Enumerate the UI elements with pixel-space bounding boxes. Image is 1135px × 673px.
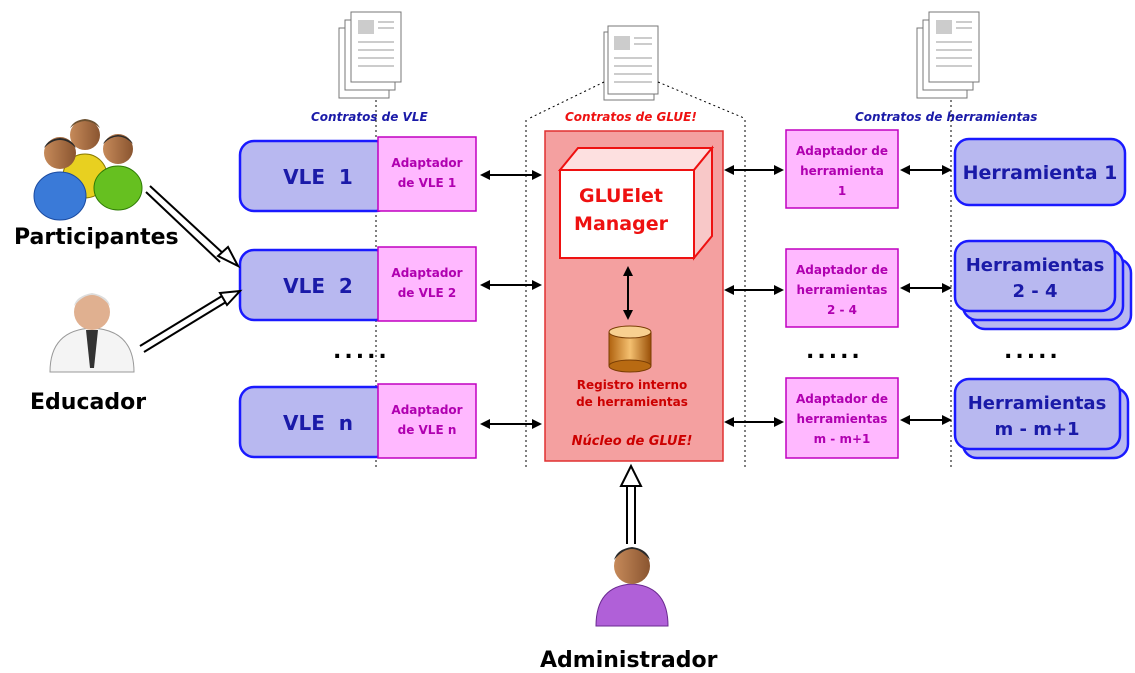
tool-2-adapter-line3: 2 - 4	[827, 303, 857, 317]
vle-ellipsis: .....	[333, 339, 390, 364]
administrator-to-core-arrow	[619, 463, 643, 544]
vle-n-adapter[interactable]: Adaptador de VLE n	[377, 383, 477, 459]
vle-2-adapter[interactable]: Adaptador de VLE 2	[377, 246, 477, 322]
tool-2-adapter-line2: herramientas	[797, 283, 888, 297]
tool-1-adapter[interactable]: Adaptador de herramienta 1	[785, 129, 899, 209]
tool-ellipsis: .....	[1004, 339, 1061, 364]
registry-database-icon	[608, 325, 652, 373]
glue-contract-bracket-right	[657, 81, 745, 119]
gluelet-manager-label-line1: GLUElet	[579, 185, 663, 207]
vle-1-adapter-line2: de VLE 1	[398, 176, 457, 190]
educator-icon	[49, 293, 135, 373]
glue-contracts-label: Contratos de GLUE!	[565, 110, 697, 124]
vle-n-label: VLE n	[283, 411, 353, 435]
vle-1-adapter[interactable]: Adaptador de VLE 1	[377, 136, 477, 212]
tool-3-adapter[interactable]: Adaptador de herramientas m - m+1	[785, 377, 899, 459]
vle-contracts-label: Contratos de VLE	[311, 110, 428, 124]
tool-2-label-line2: 2 - 4	[1012, 281, 1057, 302]
registry-label-line1: Registro interno	[577, 378, 688, 392]
vle-contract-document-icon	[338, 11, 402, 99]
participants-to-vle2-arrow	[145, 185, 241, 269]
vle-1-box[interactable]: VLE 1	[238, 139, 392, 213]
tool-1-adapter-line3: 1	[838, 184, 846, 198]
vle-1-adapter-line1: Adaptador	[391, 156, 462, 170]
tool-3-stack[interactable]: Herramientas m - m+1	[953, 377, 1130, 460]
tool-3-adapter-line1: Adaptador de	[796, 392, 888, 406]
vle-2-adapter-line1: Adaptador	[391, 266, 462, 280]
tool-3-adapter-line2: herramientas	[797, 412, 888, 426]
glue-core-title: Núcleo de GLUE!	[572, 434, 693, 449]
tool-2-adapter[interactable]: Adaptador de herramientas 2 - 4	[785, 248, 899, 328]
vle-2-adapter-line2: de VLE 2	[398, 286, 457, 300]
tool-2-adapter-line1: Adaptador de	[796, 263, 888, 277]
participants-icon	[33, 119, 143, 221]
tool-1-label: Herramienta 1	[963, 162, 1118, 184]
vle-1-label: VLE 1	[283, 165, 353, 189]
tool-3-label-line2: m - m+1	[994, 419, 1079, 440]
tool-1-adapter-line2: herramienta	[800, 164, 884, 178]
gluelet-manager-cube	[557, 145, 715, 261]
educator-to-vle2-arrow	[139, 289, 243, 353]
glue-contract-document-icon	[603, 25, 659, 101]
tool-1-adapter-line1: Adaptador de	[796, 144, 888, 158]
educator-label: Educador	[30, 390, 146, 415]
tool-2-label-line1: Herramientas	[966, 255, 1105, 276]
participants-label: Participantes	[14, 225, 179, 250]
vle-2-label: VLE 2	[283, 274, 353, 298]
registry-label-line2: de herramientas	[576, 395, 688, 409]
gluelet-manager-label-line2: Manager	[574, 213, 669, 235]
tool-adapter-ellipsis: .....	[806, 339, 863, 364]
tool-1-box[interactable]: Herramienta 1	[953, 137, 1127, 207]
tool-2-stack[interactable]: Herramientas 2 - 4	[953, 239, 1133, 331]
vle-n-adapter-line2: de VLE n	[398, 423, 457, 437]
vle-n-box[interactable]: VLE n	[238, 385, 392, 459]
tool-3-label-line1: Herramientas	[968, 393, 1107, 414]
vle-n-adapter-line1: Adaptador	[391, 403, 462, 417]
glue-contract-bracket-left	[529, 81, 605, 119]
tools-contracts-label: Contratos de herramientas	[855, 110, 1037, 124]
tools-contract-document-icon	[916, 11, 980, 99]
tool-3-adapter-line3: m - m+1	[814, 432, 871, 446]
administrator-label: Administrador	[540, 648, 718, 673]
administrator-icon	[595, 547, 669, 627]
vle-2-box[interactable]: VLE 2	[238, 248, 392, 322]
